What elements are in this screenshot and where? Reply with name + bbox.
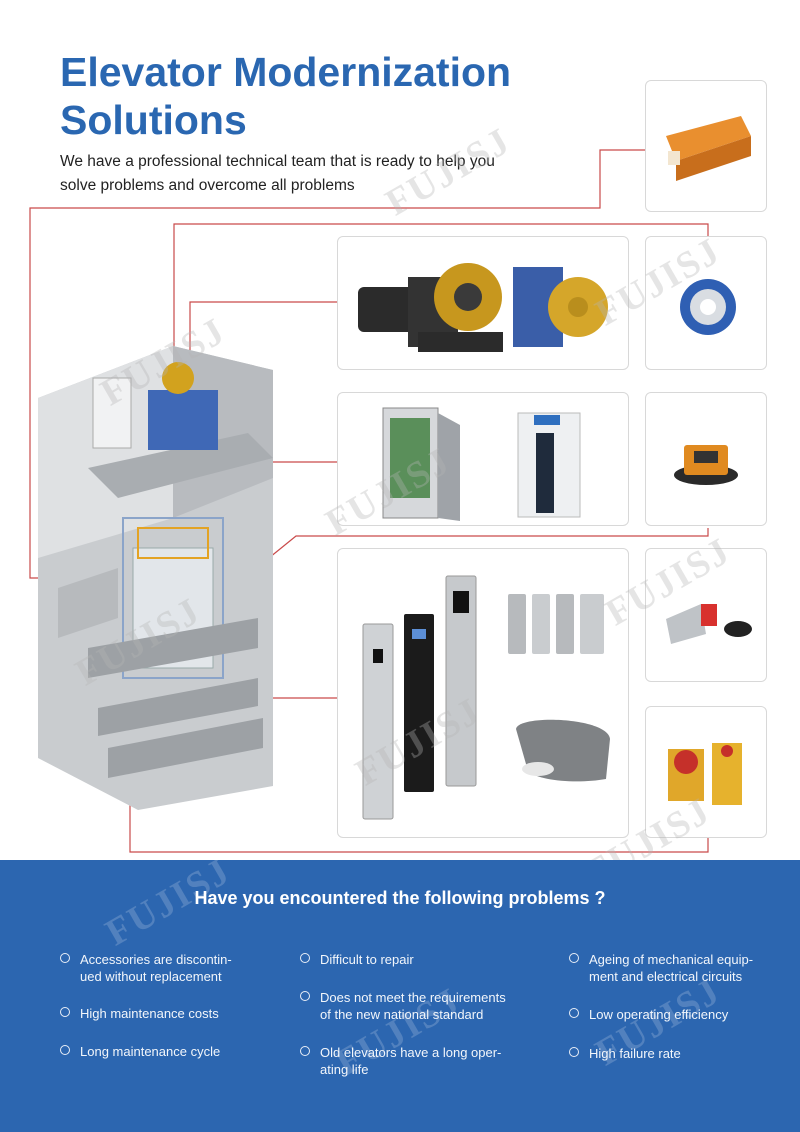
page-title: Elevator Modernization Solutions (60, 48, 511, 144)
subtitle-line-2: solve problems and overcome all problems (60, 177, 355, 194)
bullet-icon (60, 1045, 70, 1055)
control-cabinet-icon (382, 407, 581, 521)
card-brake-switch (645, 548, 767, 682)
problem-item: Does not meet the requirements of the ne… (300, 989, 550, 1023)
problem-text: Long maintenance cycle (80, 1044, 221, 1059)
problem-text: Accessories are discontin- ued without r… (80, 952, 232, 984)
title-line-2: Solutions (60, 97, 247, 143)
problem-text: Does not meet the requirements of the ne… (320, 990, 506, 1022)
card-control-cabinets (337, 392, 629, 526)
brake-switch-icon (666, 604, 752, 644)
problem-item: Accessories are discontin- ued without r… (60, 951, 280, 985)
traction-machine-icon (358, 263, 608, 352)
problem-item: High failure rate (569, 1045, 784, 1062)
card-safety-gear (645, 392, 767, 526)
operating-panel-icon (362, 575, 610, 820)
problem-item: Long maintenance cycle (60, 1043, 280, 1060)
problem-text: High failure rate (589, 1046, 681, 1061)
problem-text: Low operating efficiency (589, 1007, 729, 1022)
bullet-icon (300, 1046, 310, 1056)
page-subtitle: We have a professional technical team th… (60, 150, 540, 198)
bullet-icon (569, 1008, 579, 1018)
problem-item: Low operating efficiency (569, 1006, 784, 1023)
card-traction-machines (337, 236, 629, 370)
bullet-icon (60, 1007, 70, 1017)
problem-text: Old elevators have a long oper- ating li… (320, 1045, 502, 1077)
card-encoder (645, 236, 767, 370)
problems-title: Have you encountered the following probl… (194, 888, 606, 908)
problem-text: Difficult to repair (320, 952, 414, 967)
problem-text: High maintenance costs (80, 1006, 219, 1021)
stop-switch-icon (668, 743, 742, 805)
card-stop-switch (645, 706, 767, 838)
elevator-shaft-illustration (38, 346, 273, 810)
problem-item: High maintenance costs (60, 1005, 280, 1022)
encoder-icon (680, 279, 736, 335)
bullet-icon (569, 1047, 579, 1057)
safety-gear-icon (674, 445, 738, 485)
subtitle-line-1: We have a professional technical team th… (60, 153, 495, 170)
card-limit-switch (645, 80, 767, 212)
title-line-1: Elevator Modernization (60, 49, 512, 95)
bullet-icon (300, 953, 310, 963)
bullet-icon (60, 953, 70, 963)
problems-panel (0, 860, 800, 1132)
limit-switch-icon (666, 116, 751, 181)
problem-item: Difficult to repair (300, 951, 550, 968)
card-operating-panels (337, 548, 629, 838)
problem-item: Old elevators have a long oper- ating li… (300, 1044, 550, 1078)
problem-item: Ageing of mechanical equip- ment and ele… (569, 951, 784, 985)
problem-text: Ageing of mechanical equip- ment and ele… (589, 952, 754, 984)
bullet-icon (300, 991, 310, 1001)
bullet-icon (569, 953, 579, 963)
